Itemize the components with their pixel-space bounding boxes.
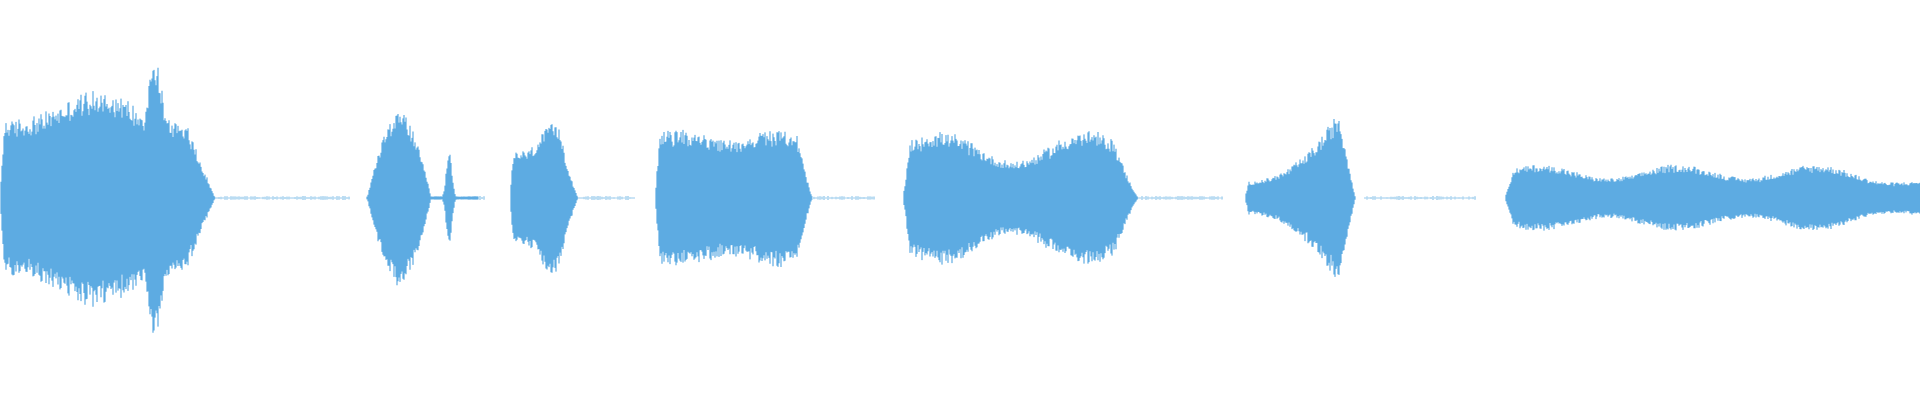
waveform-segment-5	[903, 131, 1223, 265]
waveform-tail	[577, 196, 635, 200]
waveform-segment-1	[0, 67, 350, 333]
waveform-body	[510, 124, 578, 273]
waveform-tail	[1364, 196, 1476, 200]
waveform-tail	[1137, 196, 1223, 200]
waveform-segment-4	[655, 129, 875, 267]
waveform-body	[903, 131, 1138, 265]
waveform-segment-2	[366, 114, 485, 286]
waveform-tail	[477, 196, 485, 200]
waveform-body	[1245, 119, 1356, 277]
waveform-segment-6	[1245, 119, 1476, 277]
waveform-segment-3	[510, 124, 635, 273]
waveform-tail	[214, 196, 350, 200]
waveform-body	[1505, 164, 1920, 231]
waveform-body	[366, 114, 479, 286]
waveform-tail	[811, 196, 875, 200]
waveform-segment-7	[1505, 164, 1920, 231]
waveform-body	[0, 67, 215, 333]
waveform-body	[655, 129, 812, 267]
